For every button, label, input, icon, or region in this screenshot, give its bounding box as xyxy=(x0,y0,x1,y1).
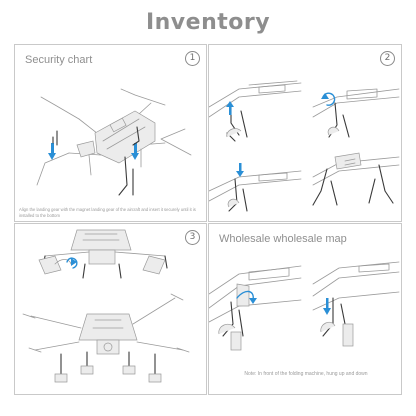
panel-step-2: 2 xyxy=(208,44,402,222)
drone-install-illustration xyxy=(36,88,192,196)
instruction-caption: Align the landing gear with the magnet l… xyxy=(19,207,196,218)
hang-up-down-illustration xyxy=(209,261,400,351)
panel-step-3: 3 xyxy=(14,223,207,395)
step-number-badge: 2 xyxy=(380,51,395,66)
panel-security-chart: Security chart 1 Align the landing gear … xyxy=(14,44,207,222)
page-title: Inventory xyxy=(145,10,271,35)
step-number-badge: 3 xyxy=(185,230,200,245)
panel-wholesale-map: Wholesale wholesale map Note: In front o… xyxy=(208,223,402,395)
panel-title: Wholesale wholesale map xyxy=(219,233,347,245)
panel-title: Security chart xyxy=(25,54,93,66)
landing-gear-steps-illustration xyxy=(209,80,400,212)
folded-drone-illustration xyxy=(22,229,190,383)
note-caption: Note: In front of the folding machine, h… xyxy=(244,371,368,377)
step-number-badge: 1 xyxy=(185,51,200,66)
